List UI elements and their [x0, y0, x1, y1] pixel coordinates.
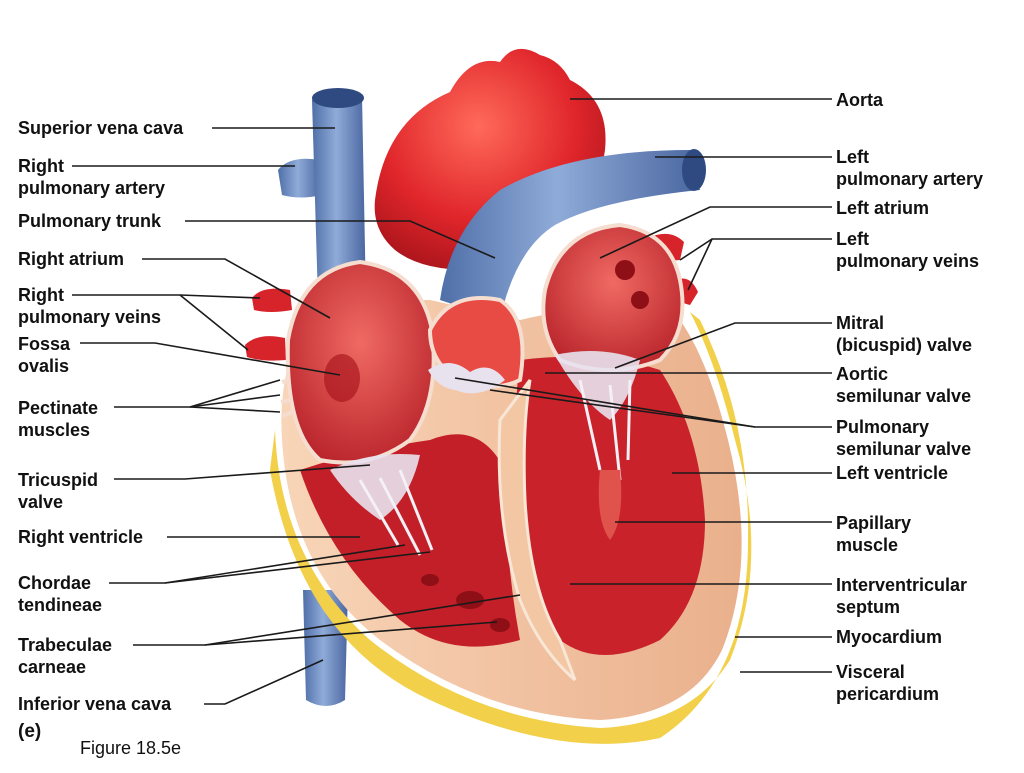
figure-caption: Figure 18.5e — [80, 738, 182, 758]
left-atrium — [541, 222, 685, 372]
label-myocardium: Myocardium — [836, 627, 943, 647]
label-interventricular-septum: Interventricular septum — [836, 575, 968, 617]
label-left-atrium: Left atrium — [836, 198, 930, 218]
label-pulmonary-trunk: Pulmonary trunk — [18, 211, 162, 231]
right-pulmonary-artery — [278, 158, 322, 198]
superior-vena-cava — [312, 88, 366, 300]
label-right-atrium: Right atrium — [18, 249, 124, 269]
label-right-pulmonary-veins: Right pulmonary veins — [18, 285, 162, 327]
right-pulmonary-veins — [245, 288, 292, 361]
label-left-pulmonary-veins: Left pulmonary veins — [836, 229, 980, 271]
right-atrium — [285, 259, 436, 465]
label-tricuspid-valve: Tricuspid valve — [18, 470, 99, 512]
tricuspid-valve — [330, 454, 434, 556]
label-visceral-pericardium: Visceral pericardium — [836, 662, 940, 704]
pectinate-muscles — [280, 378, 293, 418]
label-aortic-semilunar-valve: Aortic semilunar valve — [836, 364, 972, 406]
label-papillary-muscle: Papillary muscle — [836, 513, 912, 555]
leader-lines-left — [72, 127, 521, 705]
label-pulmonary-semilunar-valve: Pulmonary semilunar valve — [836, 417, 972, 459]
label-chordae-tendineae: Chordae tendineae — [18, 573, 103, 615]
label-left-pulmonary-artery: Left pulmonary artery — [836, 147, 984, 189]
label-fossa-ovalis: Fossa ovalis — [18, 334, 71, 376]
leader-lines-right — [454, 98, 832, 673]
label-left-ventricle: Left ventricle — [836, 463, 949, 483]
interventricular-septum — [497, 379, 577, 682]
panel-letter: (e) — [18, 721, 42, 742]
aorta — [374, 48, 606, 271]
label-trabeculae-carneae: Trabeculae carneae — [18, 635, 113, 677]
label-inferior-vena-cava: Inferior vena cava — [18, 694, 172, 714]
mitral-valve — [555, 351, 640, 481]
aortic-semilunar-valve — [427, 296, 525, 394]
label-superior-vena-cava: Superior vena cava — [18, 118, 184, 138]
pulmonary-trunk — [440, 149, 706, 320]
label-right-pulmonary-artery: Right pulmonary artery — [18, 156, 166, 198]
label-right-ventricle: Right ventricle — [18, 527, 144, 547]
label-mitral-valve: Mitral (bicuspid) valve — [836, 313, 973, 355]
fossa-ovalis — [324, 354, 360, 402]
label-aorta: Aorta — [836, 90, 884, 110]
label-pectinate-muscles: Pectinate muscles — [18, 398, 99, 440]
